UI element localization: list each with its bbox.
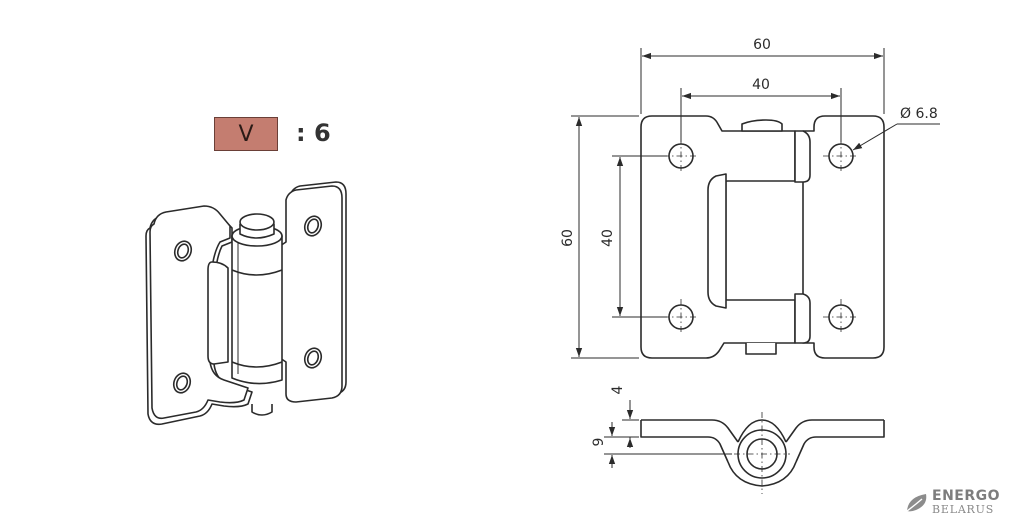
hinge-pin-bottom [251,404,273,416]
front-view [640,115,885,359]
dim-hole-spacing-v-label: 40 [600,229,616,247]
dim-knuckle-height-label: 9 [591,438,607,447]
iso-hole-bottom-right-inner [306,350,320,366]
hole-centerlines [663,138,859,335]
brand-line1: ENERGO [932,488,1001,504]
variant-badge: V [214,117,278,151]
front-right-leaf [802,115,885,359]
dim-plate-thickness-label: 4 [610,385,626,394]
leaf-icon [906,494,927,512]
side-view [640,419,885,487]
front-pin-bottom [745,343,777,355]
isometric-hinge-view [145,181,347,426]
front-window-shadow [707,173,727,309]
side-right-leaf-bottom [795,420,885,463]
front-knuckle-top [794,130,811,183]
iso-hole-top-left-inner [176,243,190,259]
side-dimensions [604,400,732,468]
variant-quantity: : 6 [296,119,331,147]
knuckle-joint-bottom [231,361,283,368]
knuckle-barrel [231,235,283,385]
brand-text: ENERGO BELARUS [932,488,1001,516]
side-barrel-outer-top [737,419,787,443]
left-leaf-face [149,205,249,420]
side-left-leaf-bottom [640,420,729,463]
brand-line2: BELARUS [932,503,995,516]
side-left-leaf-top [641,419,739,443]
dim-overall-height-label: 60 [560,229,576,247]
side-barrel-outer-bottom [727,461,797,487]
left-leaf-window [207,261,229,365]
side-right-leaf-top [785,419,884,443]
front-dimensions [571,48,940,359]
dim-hole-diameter-leader [852,123,898,151]
dim-hole-diameter-label: Ø 6.8 [900,106,938,122]
front-pin-top [741,119,783,132]
front-knuckle-bottom [794,293,811,344]
right-leaf-face [279,185,343,403]
knuckle-joint-top [231,269,283,276]
iso-hole-top-right-inner [306,218,320,234]
brand-logo: ENERGO BELARUS [904,488,1001,516]
dim-overall-width-label: 60 [753,37,771,53]
hinge-pin-head [239,213,275,231]
dim-hole-spacing-h-label: 40 [752,77,770,93]
side-centerlines [734,412,790,494]
variant-code: V [238,121,254,147]
iso-hole-bottom-left-inner [175,375,189,391]
